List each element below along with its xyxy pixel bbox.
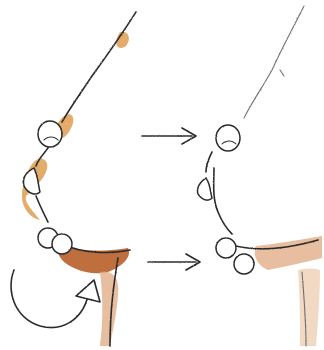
- after-color-wash: [255, 236, 322, 346]
- curved-arrow-body: [11, 270, 88, 328]
- after-nipple: [197, 178, 212, 200]
- after-upper-gland: [216, 125, 240, 151]
- after-mid-contour: [214, 168, 232, 234]
- before-upper-gland: [38, 121, 62, 147]
- after-chest-wash: [298, 269, 320, 347]
- curved-arrow-head: [76, 280, 100, 302]
- curved-up-arrow-icon: [11, 270, 100, 328]
- arrow-top: [142, 128, 196, 144]
- arrow-bottom: [148, 254, 200, 270]
- before-lower-gland-2: [52, 234, 72, 254]
- after-mid-contour-left: [206, 152, 212, 172]
- after-skin-contour: [244, 6, 304, 118]
- after-lower-gland-2: [234, 254, 254, 274]
- after-skin-contour-small: [280, 70, 284, 76]
- after-lower-gland-1: [216, 238, 236, 258]
- figure-after: [197, 6, 322, 346]
- before-skin-contour: [62, 12, 136, 122]
- before-chest-wash: [100, 272, 118, 346]
